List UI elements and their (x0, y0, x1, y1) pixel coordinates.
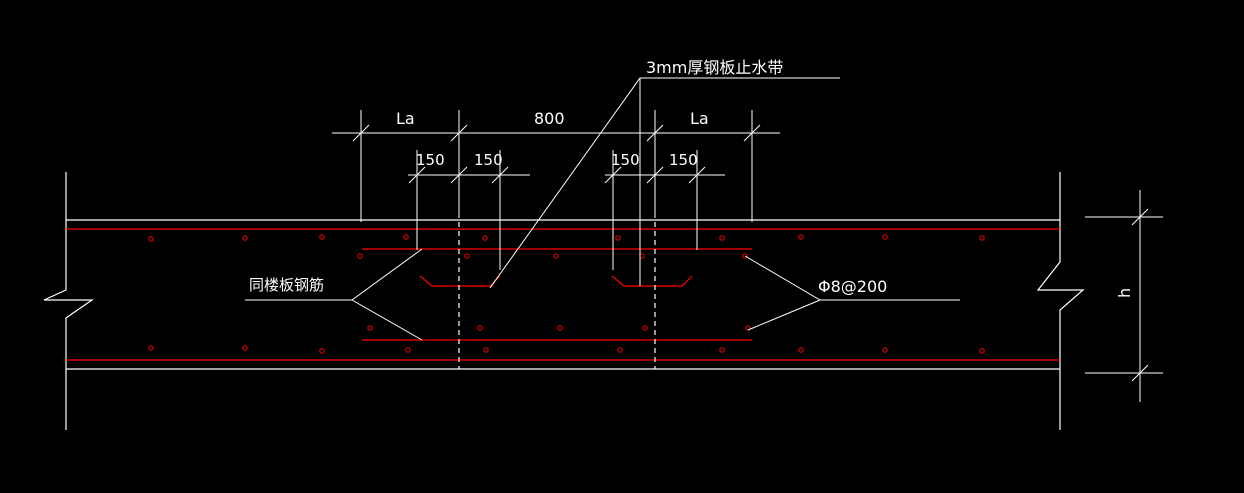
same-rebar-label: 同楼板钢筋 (249, 276, 324, 294)
main-rebars (66, 228, 1060, 361)
dimension-lines (332, 110, 1163, 402)
dim-150-a: 150 (416, 151, 445, 169)
rebar-dots (148, 234, 985, 354)
dim-la-left: La (396, 109, 415, 128)
waterstop-label: 3mm厚钢板止水带 (646, 58, 783, 77)
leader-lines (245, 77, 960, 341)
stirrup-label: Φ8@200 (818, 277, 887, 296)
dim-150-d: 150 (669, 151, 698, 169)
waterstop-plates (419, 275, 693, 287)
dim-la-right: La (690, 109, 709, 128)
slab-outline (43, 172, 1085, 430)
construction-joint-lines (458, 222, 656, 369)
dim-150-c: 150 (611, 151, 640, 169)
dim-150-b: 150 (474, 151, 503, 169)
dim-800: 800 (534, 109, 565, 128)
height-label: h (1115, 288, 1134, 298)
